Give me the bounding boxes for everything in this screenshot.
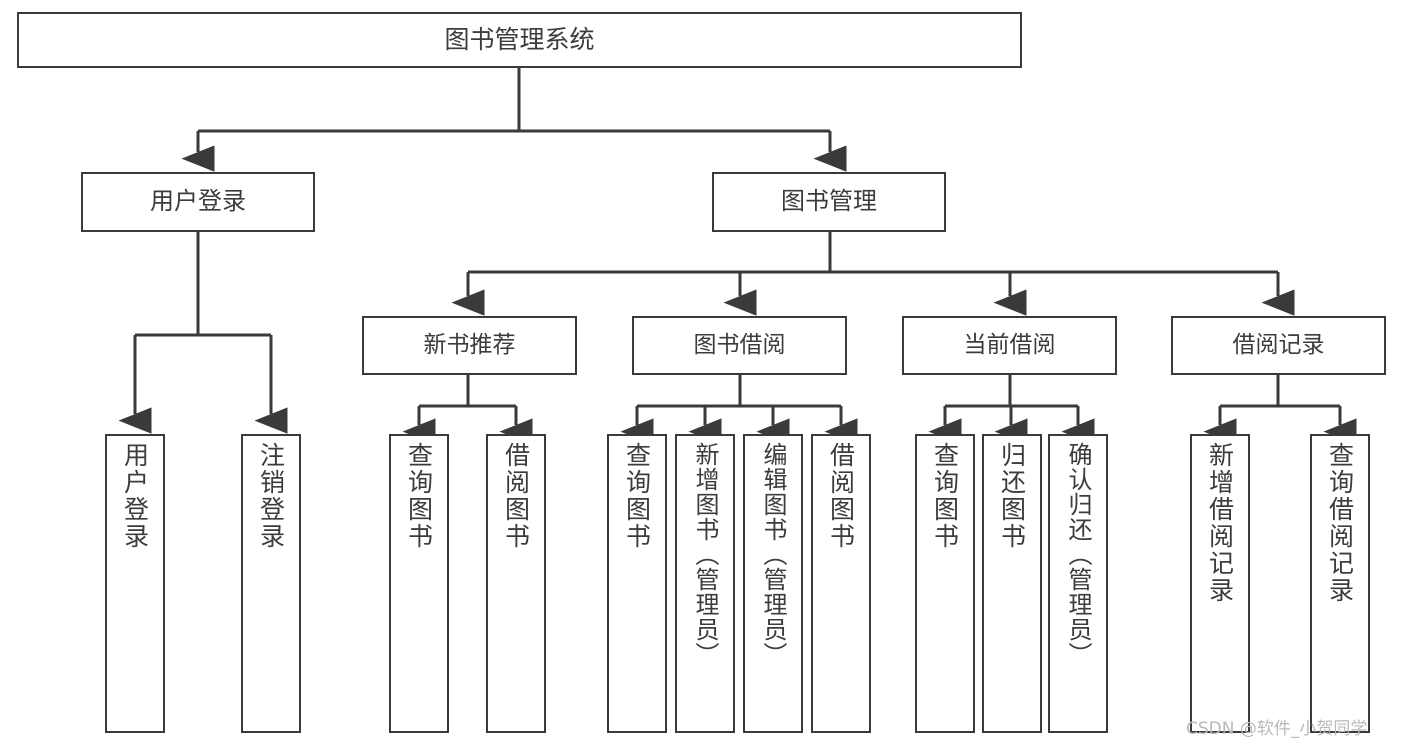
leaf-borrow-query-book[interactable]: 查询图书 — [607, 434, 667, 733]
node-label: 新书推荐 — [423, 332, 516, 359]
leaf-recommend-query-book[interactable]: 查询图书 — [389, 434, 449, 733]
leaf-current-confirm-return-admin[interactable]: 确认归还（管理员） — [1048, 434, 1108, 733]
node-current-borrow[interactable]: 当前借阅 — [902, 316, 1117, 375]
node-root-system[interactable]: 图书管理系统 — [17, 12, 1022, 68]
leaf-record-add-record[interactable]: 新增借阅记录 — [1190, 434, 1250, 733]
leaf-current-return-book[interactable]: 归还图书 — [982, 434, 1042, 733]
node-book-management[interactable]: 图书管理 — [712, 172, 946, 232]
leaf-current-query-book[interactable]: 查询图书 — [915, 434, 975, 733]
leaf-record-query-record[interactable]: 查询借阅记录 — [1310, 434, 1370, 733]
csdn-watermark: CSDN @软件_小贺同学 — [1186, 719, 1368, 739]
node-label: 查询借阅记录 — [1325, 442, 1355, 604]
leaf-recommend-borrow-book[interactable]: 借阅图书 — [486, 434, 546, 733]
leaf-user-login[interactable]: 用户登录 — [105, 434, 165, 733]
node-label: 归还图书 — [997, 442, 1027, 550]
leaf-user-logout[interactable]: 注销登录 — [241, 434, 301, 733]
node-label: 确认归还（管理员） — [1064, 442, 1092, 667]
node-label: 注销登录 — [256, 442, 286, 550]
node-label: 查询图书 — [622, 442, 652, 550]
node-new-book-recommend[interactable]: 新书推荐 — [362, 316, 577, 375]
node-label: 图书管理 — [781, 187, 877, 216]
node-label: 查询图书 — [404, 442, 434, 550]
node-label: 用户登录 — [120, 442, 150, 550]
node-label: 查询图书 — [930, 442, 960, 550]
node-book-borrow[interactable]: 图书借阅 — [632, 316, 847, 375]
leaf-borrow-edit-book-admin[interactable]: 编辑图书（管理员） — [743, 434, 803, 733]
node-label: 借阅图书 — [501, 442, 531, 550]
node-label: 当前借阅 — [963, 332, 1056, 359]
node-label: 新增借阅记录 — [1205, 442, 1235, 604]
node-label: 编辑图书（管理员） — [759, 442, 787, 667]
leaf-borrow-borrow-book[interactable]: 借阅图书 — [811, 434, 871, 733]
node-label: 图书管理系统 — [444, 24, 595, 54]
node-label: 借阅记录 — [1232, 332, 1325, 359]
node-user-login[interactable]: 用户登录 — [81, 172, 315, 232]
node-label: 新增图书（管理员） — [691, 442, 719, 667]
node-label: 用户登录 — [150, 187, 246, 216]
node-label: 借阅图书 — [826, 442, 856, 550]
leaf-borrow-add-book-admin[interactable]: 新增图书（管理员） — [675, 434, 735, 733]
node-borrow-record[interactable]: 借阅记录 — [1171, 316, 1386, 375]
node-label: 图书借阅 — [693, 332, 786, 359]
